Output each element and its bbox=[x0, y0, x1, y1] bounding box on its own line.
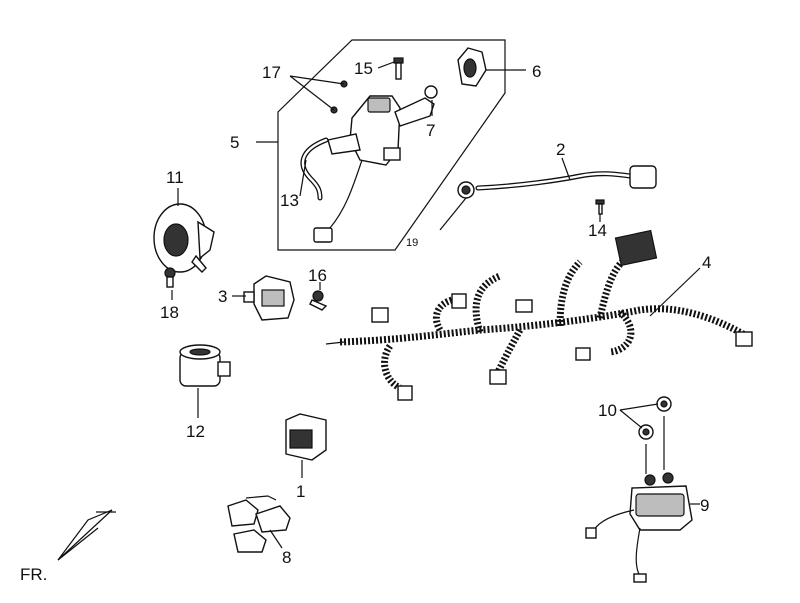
bolt-15 bbox=[393, 57, 404, 80]
relay-9-wire-b bbox=[635, 527, 641, 577]
callout-10: 10 bbox=[598, 401, 617, 420]
screw-14 bbox=[595, 199, 605, 215]
callout-5: 5 bbox=[230, 133, 239, 152]
callout-12: 12 bbox=[186, 422, 205, 441]
front-direction-arrow bbox=[57, 509, 116, 561]
relay-9-wire-a bbox=[593, 509, 635, 531]
callout-15: 15 bbox=[354, 59, 373, 78]
bolt-16 bbox=[309, 290, 328, 311]
callout-18: 18 bbox=[160, 303, 179, 322]
part-5-ignition-switch-group bbox=[256, 39, 506, 251]
connector-set-8 bbox=[227, 495, 291, 553]
nut-10b bbox=[638, 424, 654, 440]
ignition-connector bbox=[313, 227, 333, 243]
callout-9: 9 bbox=[700, 496, 709, 515]
key-cap-6 bbox=[457, 47, 487, 87]
callout-4: 4 bbox=[702, 253, 711, 272]
starter-relay-9 bbox=[629, 472, 693, 531]
nut-10a bbox=[656, 396, 672, 412]
relay-3 bbox=[243, 275, 295, 321]
relay-1 bbox=[285, 413, 327, 461]
callout-17: 17 bbox=[262, 63, 281, 82]
callout-3: 3 bbox=[218, 287, 227, 306]
callout-8: 8 bbox=[282, 548, 291, 567]
front-label: FR. bbox=[20, 565, 47, 584]
bolt-18 bbox=[164, 267, 176, 288]
main-wire-harness-4 bbox=[325, 229, 753, 401]
callout-19: 19 bbox=[406, 237, 418, 249]
buzzer-12 bbox=[179, 344, 231, 387]
cable-2 bbox=[457, 165, 657, 199]
callout-2: 2 bbox=[556, 140, 565, 159]
callout-14: 14 bbox=[588, 221, 607, 240]
callout-7: 7 bbox=[426, 121, 435, 140]
callout-13: 13 bbox=[280, 191, 299, 210]
callout-16: 16 bbox=[308, 266, 327, 285]
leader-lines bbox=[171, 61, 701, 549]
horn-11 bbox=[153, 203, 215, 273]
callout-1: 1 bbox=[296, 482, 305, 501]
ignition-switch-body bbox=[327, 85, 438, 166]
callout-6: 6 bbox=[532, 62, 541, 81]
callout-11: 11 bbox=[166, 168, 184, 187]
cable-13 bbox=[300, 137, 329, 201]
